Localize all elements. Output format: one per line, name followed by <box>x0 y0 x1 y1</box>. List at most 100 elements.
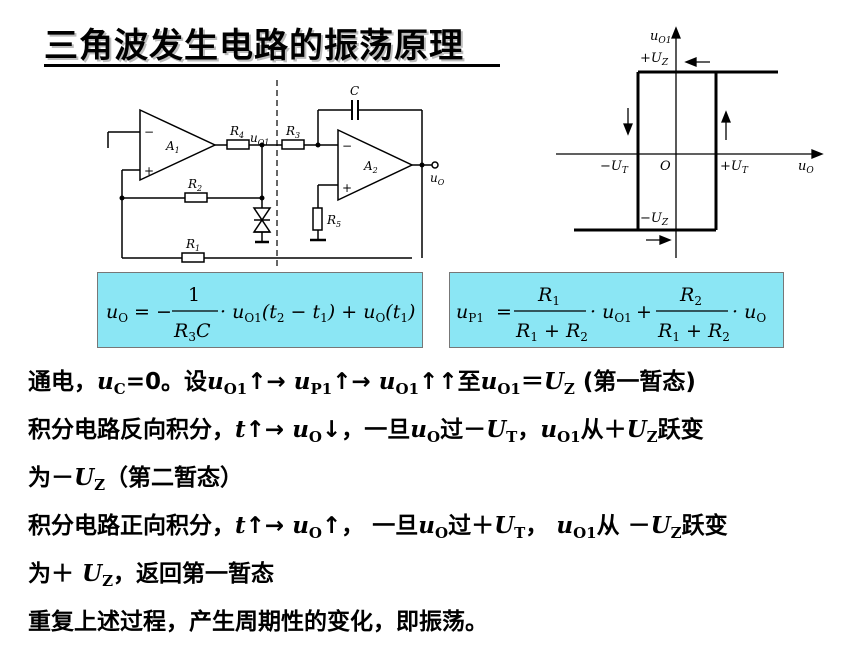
text-run: 为＋ <box>28 561 83 587</box>
f1-numerator: 1 <box>188 284 200 306</box>
text-run: 积分电路正向积分， <box>28 513 235 539</box>
a1-label: A <box>165 139 175 153</box>
svg-text:−UT: −UT <box>600 159 629 176</box>
svg-text:A1: A1 <box>165 139 180 155</box>
x-axis-sub: O <box>806 166 814 176</box>
text-run: 为－ <box>28 465 74 491</box>
math-subscript: P1 <box>310 380 333 398</box>
right-threshold-sub: T <box>742 166 749 176</box>
text-run: 通电， <box>28 369 97 395</box>
math-symbol: u <box>410 416 428 443</box>
f2-den1-sub: 1 <box>530 330 538 344</box>
a2-sub: 2 <box>372 166 378 175</box>
r2-sub: 2 <box>196 184 202 193</box>
math-symbol: u <box>292 416 309 443</box>
svg-text:· uO1(t2 − t1) + uO(t1): · uO1(t2 − t1) + uO(t1) <box>220 301 415 325</box>
svg-text:R1: R1 <box>537 284 560 308</box>
text-run: 跃变 <box>681 513 728 539</box>
math-subscript: O <box>427 428 441 446</box>
math-symbol: u <box>480 368 498 395</box>
opamp-a1 <box>139 108 217 182</box>
svg-text:R1: R1 <box>185 237 200 253</box>
svg-text:R1 + R2: R1 + R2 <box>657 320 730 344</box>
text-run: ， <box>525 513 557 539</box>
math-symbol: U <box>486 416 507 443</box>
f2-end-sub: O <box>756 311 766 325</box>
left-threshold-sub: T <box>622 166 629 176</box>
f2-den1: R <box>515 320 530 342</box>
svg-text:uO: uO <box>106 301 128 325</box>
f1-term: · u <box>220 301 244 323</box>
explanation-line: 积分电路正向积分，t↑→ uO↑， 一旦uO过＋UT， uO1从 －UZ跃变 <box>28 506 848 554</box>
f1-den-c: C <box>196 320 211 342</box>
math-symbol: t <box>235 512 246 539</box>
math-subscript: O1 <box>395 380 420 398</box>
zener-diode-1 <box>252 207 272 222</box>
text-run: 跃变 <box>657 417 704 443</box>
f1-t2: 2 <box>277 311 285 325</box>
resistor-r2 <box>184 192 208 203</box>
y-axis-sub: O1 <box>658 36 671 46</box>
uo-label: u <box>430 171 438 185</box>
text-run: ↑→ <box>247 369 294 395</box>
explanation-line: 积分电路反向积分，t↑→ uO↓，一旦uO过－UT，uO1从＋UZ跃变 <box>28 410 848 458</box>
f2-end: · u <box>732 301 756 323</box>
bottom-level-sub: Z <box>661 218 669 228</box>
a1-minus: − <box>144 125 154 139</box>
math-subscript: Z <box>94 476 106 494</box>
svg-text:R1 + R2: R1 + R2 <box>515 320 588 344</box>
svg-text:· uO: · uO <box>732 301 766 325</box>
math-symbol: U <box>74 464 95 491</box>
text-run: ↑→ <box>245 513 293 539</box>
explanation-line: 通电，uC=0。设uO1↑→ uP1↑→ uO1↑↑至uO1＝UZ (第一暂态) <box>28 362 848 410</box>
f1-t1: 1 <box>320 311 328 325</box>
f1-lhs: u <box>106 301 118 323</box>
zener-diode-2 <box>252 218 272 233</box>
f2-den2-sub2: 2 <box>722 330 730 344</box>
f2-num2-sub: 2 <box>694 294 702 308</box>
resistor-r4 <box>226 139 250 150</box>
svg-text:R3C: R3C <box>173 320 211 344</box>
left-threshold-label: −U <box>600 159 623 174</box>
math-subscript: T <box>514 524 526 542</box>
text-run: ， <box>517 417 541 443</box>
math-symbol: U <box>626 416 647 443</box>
f1-term-sub: O1 <box>244 311 261 325</box>
f1-close: ) <box>407 301 415 323</box>
svg-text:−UZ: −UZ <box>640 211 669 228</box>
uo-sub: O <box>438 178 445 187</box>
math-subscript: Z <box>646 428 658 446</box>
title-underline <box>44 64 500 67</box>
r1-label: R <box>185 237 195 251</box>
a2-label: A <box>363 159 373 173</box>
f2-num1: R <box>537 284 552 306</box>
f2-num1-sub: 1 <box>552 294 560 308</box>
f2-den2-plus: + R <box>680 320 722 342</box>
r5-label: R <box>326 213 336 227</box>
explanation-line: 重复上述过程，产生周期性的变化，即振荡。 <box>28 602 848 650</box>
top-level-sub: Z <box>661 58 669 68</box>
math-symbol: U <box>82 560 103 587</box>
resistor-r5 <box>312 207 323 231</box>
math-symbol: U <box>543 368 564 395</box>
f1-lhs-sub: O <box>118 311 128 325</box>
f1-tail-sub: 1 <box>400 311 408 325</box>
explanation-line: 为＋ UZ，返回第一暂态 <box>28 554 848 602</box>
math-symbol: U <box>650 512 671 539</box>
x-axis-label: u <box>798 159 806 174</box>
svg-text:uO1: uO1 <box>250 131 269 147</box>
a2-plus: + <box>342 181 352 195</box>
text-run: ↑→ <box>332 369 379 395</box>
f2-num2: R <box>679 284 694 306</box>
f2-den1-sub2: 2 <box>580 330 588 344</box>
math-symbol: u <box>556 512 574 539</box>
text-run: ↑→ <box>245 417 293 443</box>
math-subscript: O <box>308 428 322 446</box>
a1-sub: 1 <box>175 146 180 155</box>
text-run: ，返回第一暂态 <box>113 561 275 587</box>
math-subscript: O1 <box>573 524 597 542</box>
math-symbol: u <box>418 512 436 539</box>
f2-lhs-sub: P1 <box>468 311 484 325</box>
f1-minus-t: − t <box>285 301 321 323</box>
f2-lhs: u <box>456 301 468 323</box>
